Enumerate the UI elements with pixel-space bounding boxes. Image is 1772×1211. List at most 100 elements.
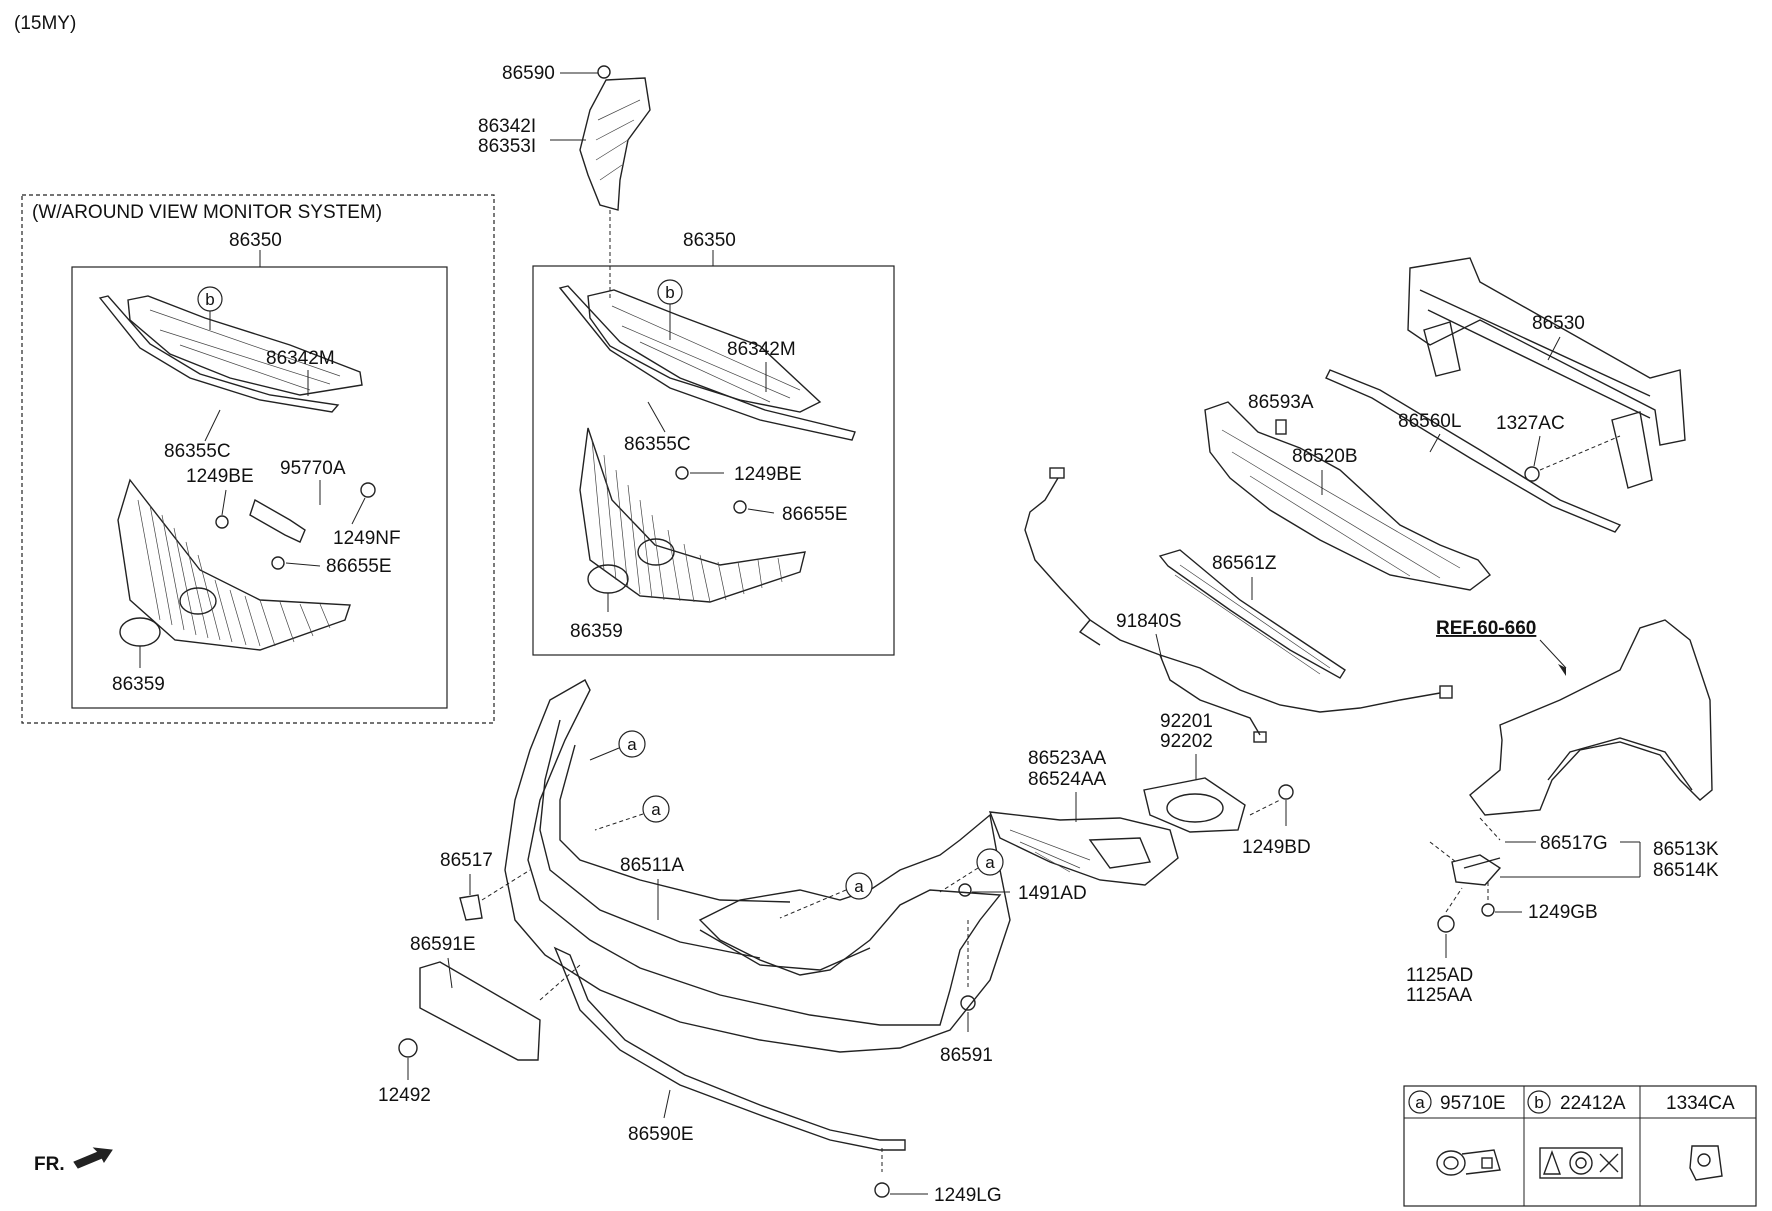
energy-absorber-86520B[interactable] <box>1204 401 1491 591</box>
fog-lamp-92201[interactable] <box>1143 777 1246 833</box>
part-label-86517[interactable]: 86517 <box>440 850 493 871</box>
option-box-title: (W/AROUND VIEW MONITOR SYSTEM) <box>32 202 382 223</box>
part-label-86655E-right[interactable]: 86655E <box>782 504 848 525</box>
front-direction-indicator: FR. <box>34 1147 113 1175</box>
part-label-95770A[interactable]: 95770A <box>280 458 346 479</box>
radiator-grille-right[interactable] <box>579 427 806 603</box>
clip-1491AD[interactable] <box>958 883 972 897</box>
part-label-92201[interactable]: 92201 <box>1160 711 1213 732</box>
bumper-beam-86530[interactable] <box>1407 257 1686 489</box>
part-label-1327AC[interactable]: 1327AC <box>1496 413 1565 434</box>
part-label-86655E-left[interactable]: 86655E <box>326 556 392 577</box>
part-label-86523AA[interactable]: 86523AA <box>1028 748 1107 769</box>
grille-upper-trim-left[interactable] <box>98 295 363 413</box>
arrow-icon <box>73 1147 113 1169</box>
model-year-label: (15MY) <box>14 13 76 34</box>
fender-ref <box>1469 619 1713 816</box>
legend-c-code[interactable]: 1334CA <box>1666 1093 1735 1114</box>
part-label-86353I[interactable]: 86353I <box>478 136 536 157</box>
part-label-86514K[interactable]: 86514K <box>1653 860 1719 881</box>
part-label-86561Z[interactable]: 86561Z <box>1212 553 1277 574</box>
callout-b-right: b <box>665 283 674 302</box>
nut-1327AC[interactable] <box>1524 466 1540 482</box>
screw-1249NF[interactable] <box>360 482 376 498</box>
callout-a-3: a <box>854 877 864 896</box>
screw-1125AD[interactable] <box>1437 915 1455 933</box>
part-label-86355C-left[interactable]: 86355C <box>164 441 231 462</box>
part-label-92202[interactable]: 92202 <box>1160 731 1213 752</box>
part-label-86520B[interactable]: 86520B <box>1292 446 1358 467</box>
lower-lip-86590E[interactable] <box>553 946 906 1151</box>
screw-1249GB[interactable] <box>1481 903 1495 917</box>
part-label-1125AD[interactable]: 1125AD <box>1406 965 1473 986</box>
callout-b-left: b <box>205 290 214 309</box>
ref-label[interactable]: REF.60-660 <box>1436 618 1536 639</box>
license-plate-bracket-86591E[interactable] <box>419 961 541 1061</box>
part-label-86590E[interactable]: 86590E <box>628 1124 694 1145</box>
fog-lamp-cover-86523AA[interactable] <box>988 811 1179 886</box>
part-label-1249GB[interactable]: 1249GB <box>1528 902 1598 923</box>
part-label-86593A[interactable]: 86593A <box>1248 392 1314 413</box>
clip-86593A[interactable] <box>1275 419 1287 435</box>
part-label-1491AD[interactable]: 1491AD <box>1018 883 1087 904</box>
screw-12492[interactable] <box>398 1038 418 1058</box>
part-label-86591E[interactable]: 86591E <box>410 934 476 955</box>
around-view-option-box: (W/AROUND VIEW MONITOR SYSTEM) 86350 b 8… <box>21 194 495 724</box>
screw-1249BE-right[interactable] <box>675 466 689 480</box>
emblem-86359-right[interactable] <box>587 564 629 594</box>
part-label-86560L[interactable]: 86560L <box>1398 411 1461 432</box>
part-label-86350-right[interactable]: 86350 <box>683 230 736 251</box>
radiator-grille-left[interactable] <box>117 478 351 651</box>
part-label-1125AA[interactable]: 1125AA <box>1406 985 1473 1006</box>
part-label-86359-left[interactable]: 86359 <box>112 674 165 695</box>
camera-95770A[interactable] <box>249 498 306 543</box>
wiring-harness-91840S[interactable] <box>1024 467 1453 743</box>
grille-bracket-86342I[interactable] <box>579 77 651 211</box>
part-label-86524AA[interactable]: 86524AA <box>1028 769 1107 790</box>
legend-table: a 95710E b 22412A 1334CA <box>1403 1085 1757 1207</box>
screw-1249LG[interactable] <box>874 1182 890 1198</box>
part-label-1249NF[interactable]: 1249NF <box>333 528 401 549</box>
part-label-86530[interactable]: 86530 <box>1532 313 1585 334</box>
legend-a-code[interactable]: 95710E <box>1440 1093 1506 1114</box>
part-label-86342I[interactable]: 86342I <box>478 116 536 137</box>
warning-label-icon <box>1539 1147 1623 1179</box>
front-label: FR. <box>34 1154 65 1175</box>
nut-86655E-right[interactable] <box>733 500 747 514</box>
part-label-1249BE-right[interactable]: 1249BE <box>734 464 802 485</box>
nut-86655E-left[interactable] <box>271 556 285 570</box>
callout-a-2: a <box>651 800 661 819</box>
part-label-86511A[interactable]: 86511A <box>620 855 684 876</box>
part-label-86517G[interactable]: 86517G <box>1540 833 1608 854</box>
bumper-bracket-86513K[interactable] <box>1451 854 1502 886</box>
part-label-86350-left[interactable]: 86350 <box>229 230 282 251</box>
part-label-12492[interactable]: 12492 <box>378 1085 431 1106</box>
bumper-rail-86560L[interactable] <box>1325 369 1622 533</box>
legend-a-letter: a <box>1415 1093 1425 1112</box>
part-label-86355C-right[interactable]: 86355C <box>624 434 691 455</box>
part-label-86590[interactable]: 86590 <box>502 63 555 84</box>
part-label-86591[interactable]: 86591 <box>940 1045 993 1066</box>
part-label-86342M-left[interactable]: 86342M <box>266 348 335 369</box>
part-label-86513K[interactable]: 86513K <box>1653 839 1719 860</box>
part-label-1249BE-left[interactable]: 1249BE <box>186 466 254 487</box>
front-bumper-cover-86511A[interactable] <box>504 679 1011 1053</box>
sensor-icon <box>1436 1149 1501 1176</box>
part-label-86359-right[interactable]: 86359 <box>570 621 623 642</box>
clip-86590[interactable] <box>597 65 611 79</box>
screw-86591[interactable] <box>960 995 976 1011</box>
tow-hook-cover-86517[interactable] <box>459 894 483 921</box>
part-label-86342M-right[interactable]: 86342M <box>727 339 796 360</box>
part-label-1249LG[interactable]: 1249LG <box>934 1185 1002 1206</box>
part-label-1249BD[interactable]: 1249BD <box>1242 837 1311 858</box>
grille-upper-trim-right[interactable] <box>558 285 856 441</box>
lower-grille-86561Z[interactable] <box>1158 549 1346 679</box>
legend-b-code[interactable]: 22412A <box>1560 1093 1626 1114</box>
callout-a-1: a <box>627 735 637 754</box>
emblem-86359-left[interactable] <box>119 617 161 647</box>
part-label-91840S[interactable]: 91840S <box>1116 611 1182 632</box>
screw-1249BD[interactable] <box>1278 784 1294 800</box>
screw-1249BE-left[interactable] <box>215 515 229 529</box>
grille-center-box: 86350 b 86342M 86355C 1249BE 86655E 8635… <box>532 230 895 656</box>
